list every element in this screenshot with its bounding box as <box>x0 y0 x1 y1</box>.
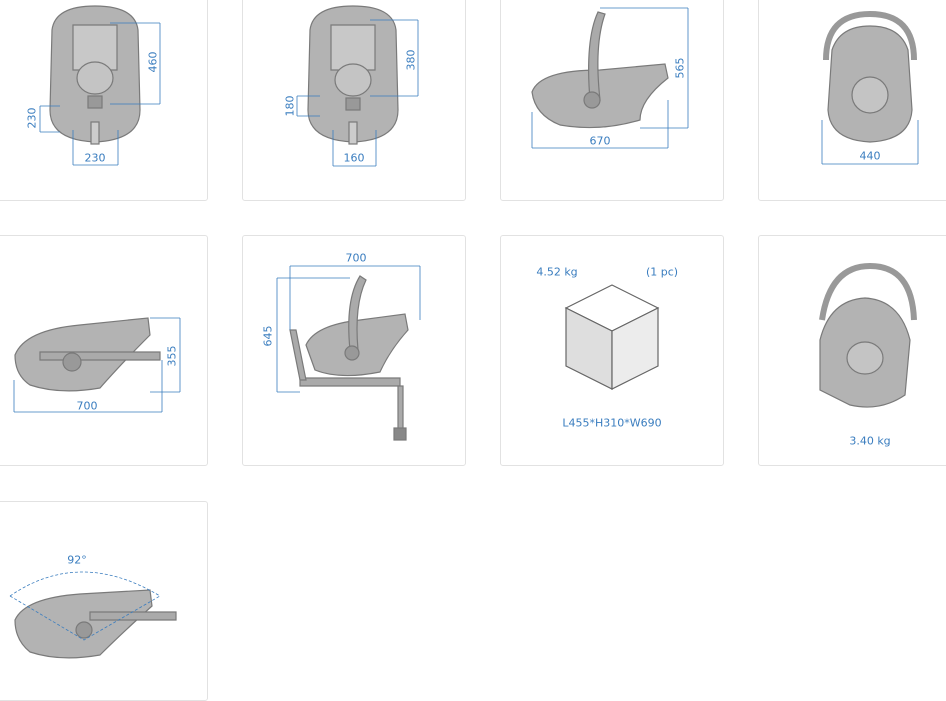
dim-seat-depth-label: 230 <box>25 107 39 129</box>
seat-front-illustration <box>49 5 141 145</box>
dim-height-label: 565 <box>673 57 687 79</box>
seat-side-handle-up-illustration <box>531 11 669 129</box>
dim-length-label: 670 <box>589 134 611 148</box>
dim-width-label: 230 <box>84 151 106 165</box>
seat-three-quarter-illustration <box>819 262 917 408</box>
dim-height-label: 645 <box>261 325 275 347</box>
seat-recline-illustration <box>14 589 177 659</box>
dim-harness-label: 180 <box>283 95 297 117</box>
dim-width-label: 160 <box>343 151 365 165</box>
package-weight: 4.52 kg <box>536 265 578 279</box>
dim-width-label: 440 <box>859 149 881 163</box>
product-weight: 3.40 kg <box>849 434 891 448</box>
product-illustrations <box>9 5 919 659</box>
package-quantity: (1 pc) <box>645 265 679 279</box>
seat-side-on-base-illustration <box>289 275 409 441</box>
dim-length-label: 700 <box>345 251 367 265</box>
package-dimensions: L455*H310*W690 <box>562 416 662 430</box>
seat-side-handle-down-illustration <box>14 317 161 392</box>
package-box-icon <box>564 284 660 390</box>
recline-angle-label: 92° <box>67 553 87 567</box>
seat-front-harness-illustration <box>307 5 399 145</box>
dim-length-label: 700 <box>76 399 98 413</box>
dim-height-label: 460 <box>146 51 160 73</box>
dim-height-label: 380 <box>404 49 418 71</box>
dim-height-label: 355 <box>165 345 179 367</box>
seat-front-handle-illustration <box>823 10 917 143</box>
